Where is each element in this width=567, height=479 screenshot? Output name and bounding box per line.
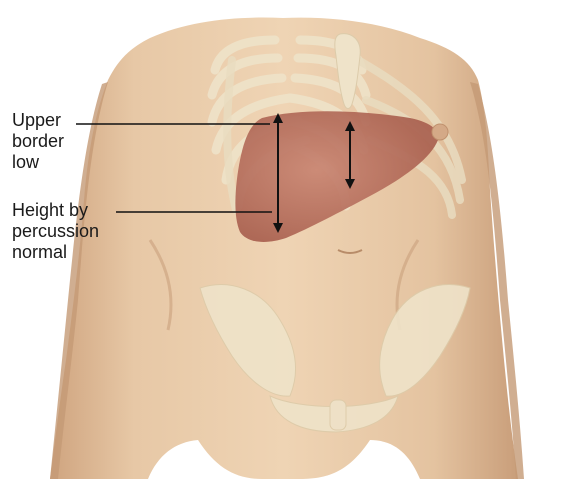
upper-border-label-line-1: Upper (12, 110, 64, 131)
upper-border-label-line-3: low (12, 152, 64, 173)
upper-border-label: Upper border low (12, 110, 64, 173)
nipple (432, 124, 448, 140)
upper-border-label-line-2: border (12, 131, 64, 152)
height-label-line-1: Height by (12, 200, 99, 221)
height-label-line-2: percussion (12, 221, 99, 242)
height-by-percussion-label: Height by percussion normal (12, 200, 99, 263)
height-label-line-3: normal (12, 242, 99, 263)
